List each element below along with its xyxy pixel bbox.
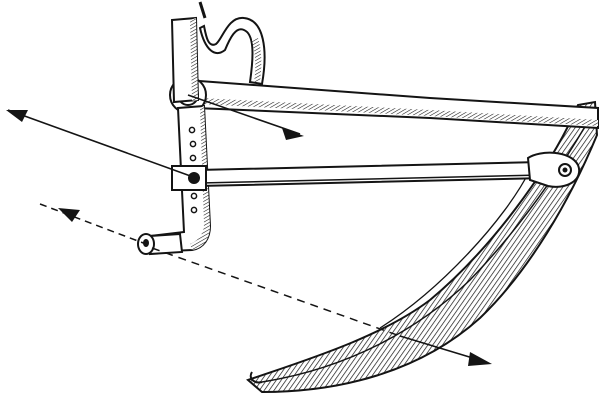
- post-top-rod: [198, 1, 207, 19]
- blade-body: [246, 100, 599, 394]
- force-line-upper: [7, 109, 197, 179]
- arrow-head-upper-left: [6, 110, 28, 122]
- vertical-post: [137, 1, 266, 256]
- curved-blade: [246, 100, 599, 394]
- foot-end-hole: [143, 239, 149, 247]
- lower-rod-shade: [199, 174, 543, 184]
- blade-hook-tip: [249, 371, 263, 384]
- post-plate-shade: [190, 106, 210, 250]
- plate-hole: [188, 126, 196, 134]
- arrow-head-lower-right: [468, 352, 492, 366]
- plate-hole: [190, 192, 198, 200]
- plate-holes: [188, 126, 198, 214]
- force-arrows: [6, 94, 492, 366]
- blade-back-curve: [379, 169, 531, 329]
- force-line-arm: [187, 94, 301, 135]
- post-shaft-shade: [190, 18, 198, 101]
- upper-arm-shading: [200, 98, 598, 126]
- plate-hole: [190, 206, 198, 214]
- dash-line-left: [39, 203, 147, 245]
- plate-hole: [189, 154, 197, 162]
- rod-eye-pin: [562, 167, 568, 173]
- arrow-head-arm-right: [282, 128, 304, 140]
- rod-eye: [526, 151, 581, 188]
- upper-arm: [169, 76, 599, 130]
- plate-hole: [189, 140, 197, 148]
- arrow-head-lower-left: [58, 208, 80, 222]
- dash-line-right: [151, 247, 401, 337]
- post-hook-shade: [252, 38, 262, 82]
- lower-rod: [171, 151, 581, 191]
